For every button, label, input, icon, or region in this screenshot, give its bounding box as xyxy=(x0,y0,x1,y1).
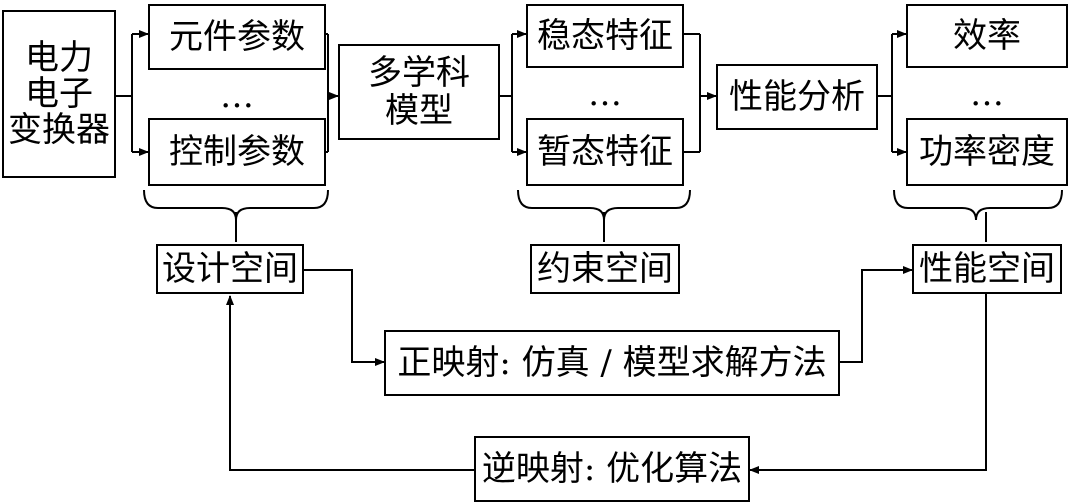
arrow-forward-out xyxy=(840,266,913,363)
forward-mapping-box: 正映射: 仿真 / 模型求解方法 xyxy=(384,330,840,396)
multidisciplinary-model-box: 多学科 模型 xyxy=(338,44,500,140)
arrow-inverse-out xyxy=(226,295,474,471)
brace-performance-space xyxy=(893,189,1063,221)
control-params-box: 控制参数 xyxy=(148,118,326,186)
arrow-forward-in xyxy=(304,269,385,366)
converter-box: 电力 电子 变换器 xyxy=(2,10,116,178)
arrow-inverse-in xyxy=(749,292,987,474)
component-params-box: 元件参数 xyxy=(148,4,326,70)
performance-ellipsis: … xyxy=(970,74,1004,114)
design-params-ellipsis: … xyxy=(220,76,254,116)
design-space-box: 设计空间 xyxy=(156,244,304,294)
efficiency-box: 效率 xyxy=(906,4,1068,68)
steady-state-box: 稳态特征 xyxy=(526,4,684,68)
features-ellipsis: … xyxy=(588,74,622,114)
power-density-box: 功率密度 xyxy=(906,118,1068,186)
transient-box: 暂态特征 xyxy=(526,118,684,186)
performance-space-box: 性能空间 xyxy=(912,244,1062,294)
constraint-space-box: 约束空间 xyxy=(530,244,680,294)
inverse-mapping-box: 逆映射: 优化算法 xyxy=(474,436,750,502)
performance-analysis-box: 性能分析 xyxy=(716,64,878,130)
